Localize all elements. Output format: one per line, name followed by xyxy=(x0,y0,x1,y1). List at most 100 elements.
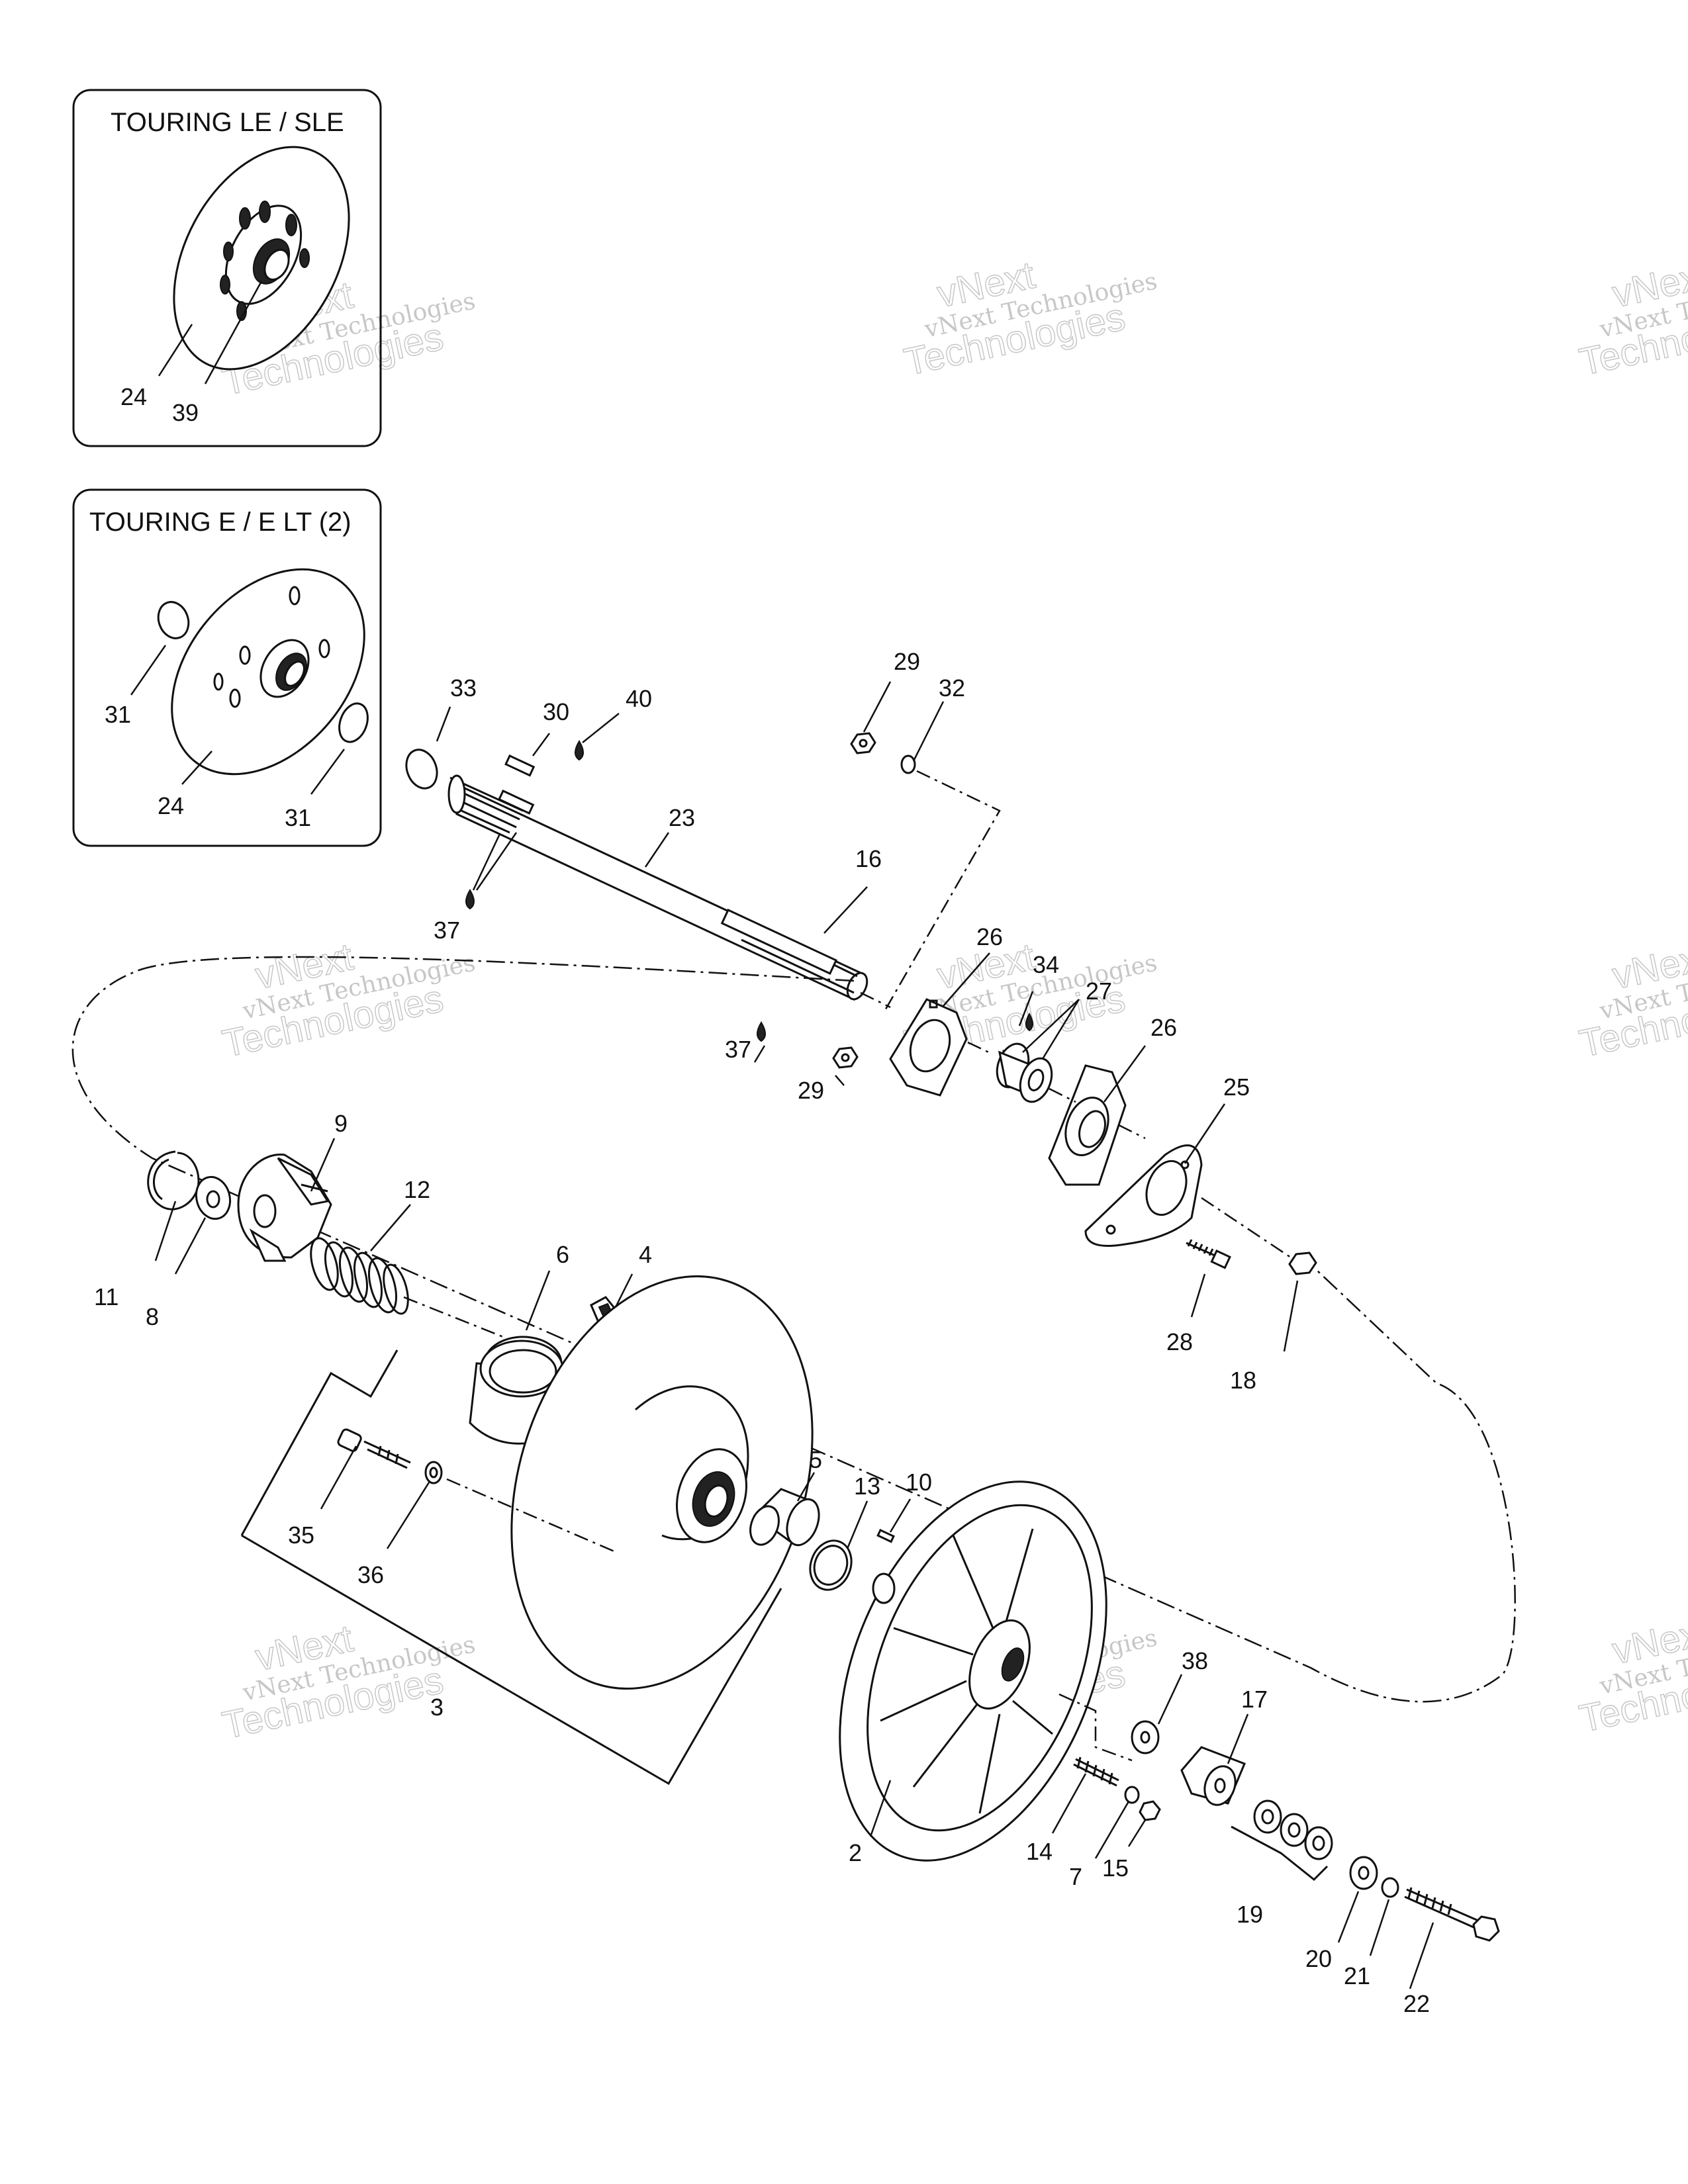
assembly-path-loop xyxy=(71,956,1516,1703)
assembly-path-line xyxy=(446,1478,616,1553)
callout-27: 27 xyxy=(1086,978,1112,1005)
callout-34: 34 xyxy=(1033,951,1059,978)
assembly-path-line xyxy=(1201,1197,1291,1259)
callout-13: 13 xyxy=(854,1473,880,1500)
assembly-path-line xyxy=(403,1296,504,1338)
callout-19: 19 xyxy=(1237,1901,1263,1928)
cam-part-9 xyxy=(237,1153,332,1262)
callout-16: 16 xyxy=(855,845,882,872)
callout-4: 4 xyxy=(639,1241,652,1268)
callout-30: 30 xyxy=(543,698,569,725)
callout-29: 29 xyxy=(798,1077,824,1104)
o-ring-part-31 xyxy=(338,702,369,743)
callout-22: 22 xyxy=(1403,1990,1430,2017)
callout-20: 20 xyxy=(1305,1945,1332,1972)
callout-8: 8 xyxy=(146,1303,159,1330)
ring-part-13 xyxy=(809,1539,853,1591)
callout-6: 6 xyxy=(556,1241,569,1268)
inset-frame xyxy=(72,89,382,447)
callout-28: 28 xyxy=(1166,1328,1193,1355)
bearing-flange-part-26 xyxy=(1048,1064,1127,1186)
watermark: vNext vNext Technologies Technologies xyxy=(1575,934,1688,1066)
set-screw-part-14 xyxy=(1073,1756,1119,1787)
shim-part-19 xyxy=(1253,1799,1282,1834)
screw-part-35 xyxy=(337,1428,411,1469)
shim-part-19 xyxy=(1280,1813,1309,1847)
assembly-path-line xyxy=(882,770,1001,1013)
driven-shaft-part-23 xyxy=(447,774,868,1001)
sliding-sheave-part-2 xyxy=(839,1480,1107,1862)
callout-39: 39 xyxy=(172,399,199,426)
assembly-path-line xyxy=(1058,1693,1133,1762)
nut-part-18 xyxy=(1288,1251,1317,1275)
assembly-path-line xyxy=(1118,1124,1146,1140)
fixed-sheave-part-3 xyxy=(510,1275,814,1690)
bushing-part-5 xyxy=(749,1488,820,1547)
callout-33: 33 xyxy=(450,674,477,702)
callout-10: 10 xyxy=(906,1469,932,1496)
shim-part-19 xyxy=(1304,1826,1333,1860)
nut-part-29 xyxy=(832,1046,859,1069)
watermark: vNext vNext Technologies Technologies xyxy=(1575,1610,1688,1741)
bolt-part-28 xyxy=(1186,1239,1231,1269)
callout-21: 21 xyxy=(1344,1962,1370,1989)
callout-32: 32 xyxy=(939,674,965,702)
callout-15: 15 xyxy=(1102,1854,1129,1882)
leader-line xyxy=(181,751,212,785)
callout-12: 12 xyxy=(404,1176,430,1203)
assembly-bracket-line xyxy=(241,1534,782,1786)
callout-9: 9 xyxy=(334,1110,348,1137)
callout-29: 29 xyxy=(894,648,920,675)
grease-drop-icon xyxy=(1025,1012,1033,1032)
nut-part-29 xyxy=(850,732,876,754)
leader-line xyxy=(310,749,346,795)
spring-part-12 xyxy=(310,1237,409,1315)
bearing-part-27 xyxy=(996,1042,1053,1103)
callout-40: 40 xyxy=(626,685,652,712)
leader-line xyxy=(158,324,193,377)
inset-frame xyxy=(72,488,382,847)
inset-title: TOURING LE / SLE xyxy=(111,108,344,137)
inset-title: TOURING E / E LT (2) xyxy=(89,508,352,537)
retaining-ring-part-11 xyxy=(147,1150,200,1210)
callout-38: 38 xyxy=(1182,1647,1208,1674)
assembly-bracket-line xyxy=(1231,1825,1329,1882)
grease-drop-icon xyxy=(465,889,475,910)
callout-36: 36 xyxy=(357,1561,384,1588)
callout-24: 24 xyxy=(120,383,147,410)
key-part-30 xyxy=(504,754,536,777)
washer-part-38 xyxy=(1131,1720,1160,1754)
callout-17: 17 xyxy=(1241,1686,1268,1713)
o-ring-part-31 xyxy=(157,601,190,639)
washer-part-8 xyxy=(195,1175,232,1220)
inset-touring-le-sle: TOURING LE / SLE 24 39 xyxy=(72,89,382,447)
leader-lines xyxy=(154,681,1434,1989)
sheave-disc-part-24 xyxy=(171,568,365,776)
watermark: vNext vNext Technologies Technologies xyxy=(218,1616,478,1747)
callout-3: 3 xyxy=(430,1694,444,1721)
callout-labels: 33 30 40 23 37 16 37 29 32 26 34 27 29 2… xyxy=(94,648,1430,2017)
grease-drop-icon xyxy=(575,740,584,761)
leader-line xyxy=(204,281,263,385)
bearing-flange-part-26 xyxy=(889,998,968,1097)
washer-part-36 xyxy=(424,1461,443,1484)
callout-2: 2 xyxy=(849,1839,862,1866)
assembly-path-line xyxy=(860,991,891,1009)
support-plate-part-25 xyxy=(1084,1144,1203,1247)
assembly-path-line xyxy=(1049,1087,1076,1103)
nut-part-15 xyxy=(1139,1800,1161,1821)
callout-7: 7 xyxy=(1069,1863,1082,1890)
callout-5: 5 xyxy=(809,1446,822,1473)
callout-24: 24 xyxy=(158,792,184,819)
shaft-assembly xyxy=(405,732,1317,1275)
key-part-16 xyxy=(720,909,838,976)
callout-26: 26 xyxy=(1150,1014,1177,1041)
callout-26: 26 xyxy=(976,923,1003,950)
bushing-part-6 xyxy=(469,1336,567,1445)
bolt-part-22 xyxy=(1404,1887,1500,1942)
callout-31: 31 xyxy=(285,804,311,831)
lock-washer-part-21 xyxy=(1381,1877,1399,1898)
leader-line xyxy=(130,645,167,696)
inset-touring-e-e-lt: TOURING E / E LT (2) 31 24 31 xyxy=(72,488,382,847)
callout-18: 18 xyxy=(1230,1367,1256,1394)
